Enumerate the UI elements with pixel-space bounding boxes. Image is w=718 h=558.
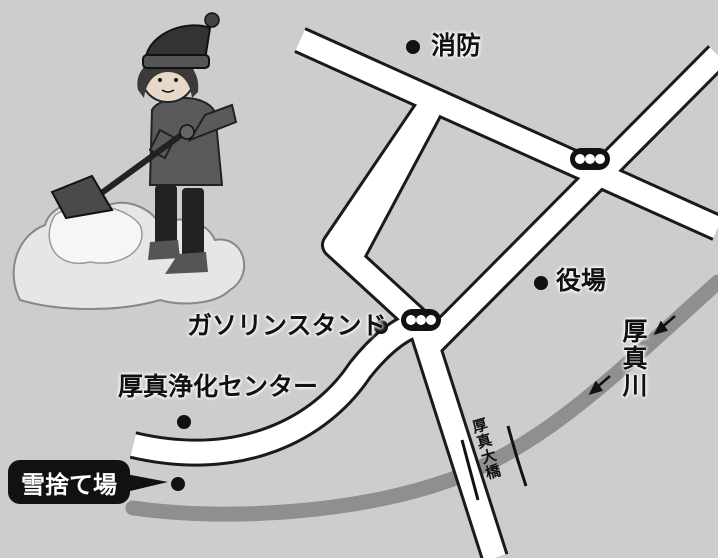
bridge-railing-left [460,439,480,501]
snow-dump-callout: 雪捨て場 [8,460,130,504]
traffic-light-icon [570,148,610,170]
river-flow-arrow-icon [653,315,676,336]
river-flow-arrow-icon [588,375,611,396]
road-fills [130,29,718,558]
snow-shoveling-illustration [12,12,246,310]
landmark-dot-icon [177,415,191,429]
river [125,274,718,522]
traffic-light-icon [401,309,441,331]
town-office-label: 役場 [556,266,607,295]
purification-center-label: 厚真浄化センター [118,372,319,401]
destination-pointer [126,474,168,492]
gas-station-label: ガソリンスタンド [187,311,387,340]
fire-station-label: 消防 [431,31,482,60]
bridge-railing-right [506,425,528,487]
river-name-label: 厚真川 [619,318,648,399]
landmark-dot-icon [374,320,388,334]
landmark-dot-icon [406,40,420,54]
landmark-dot-icon [534,276,548,290]
landmark-dot-icon [171,477,185,491]
